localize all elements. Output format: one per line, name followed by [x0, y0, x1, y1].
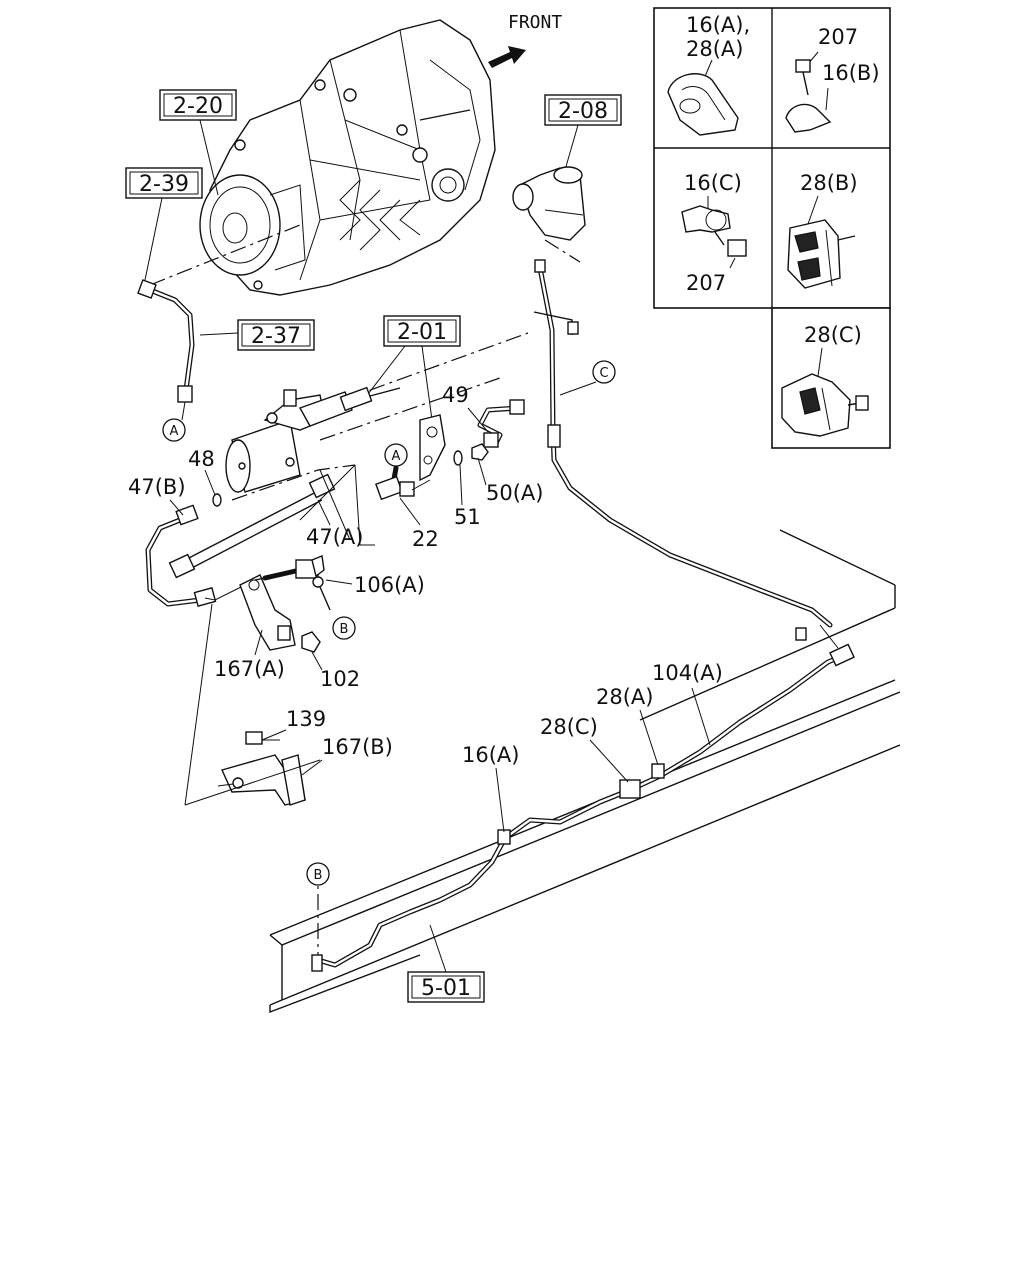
- clutch-reservoir: [512, 166, 586, 241]
- inset-clip-16a-28a: 16(A), 28(A): [667, 13, 750, 136]
- reservoir-hose-c: [533, 259, 833, 628]
- svg-text:16(C): 16(C): [684, 171, 742, 195]
- circle-ref-a-2: A: [384, 443, 408, 467]
- svg-text:28(A): 28(A): [686, 37, 743, 61]
- svg-text:B: B: [340, 622, 349, 637]
- svg-text:B: B: [314, 868, 323, 883]
- clutch-master-cylinder: [225, 386, 401, 493]
- label-48: 48: [188, 447, 215, 471]
- label-49: 49: [442, 383, 469, 407]
- svg-text:16(A),: 16(A),: [686, 13, 750, 37]
- ref-box-2-01: 2-01: [364, 315, 461, 421]
- svg-text:28(B): 28(B): [800, 171, 858, 195]
- inset-detail-panels: 16(A), 28(A) 207 16(B) 16(C) 207: [653, 7, 891, 449]
- ref-box-5-01: 5-01: [407, 924, 485, 1003]
- transmission-assembly: [199, 19, 496, 296]
- svg-text:A: A: [392, 449, 401, 464]
- label-47b: 47(B): [128, 475, 186, 499]
- label-28a: 28(A): [596, 685, 653, 709]
- circle-ref-a-1: A: [162, 418, 186, 442]
- label-51: 51: [454, 505, 481, 529]
- svg-text:2-01: 2-01: [397, 320, 447, 345]
- front-indicator: FRONT: [488, 12, 562, 68]
- ref-box-2-39: 2-39: [125, 167, 203, 281]
- svg-text:2-08: 2-08: [558, 99, 608, 124]
- front-arrow-icon: [488, 46, 526, 68]
- label-167b: 167(B): [322, 735, 393, 759]
- label-104a: 104(A): [652, 661, 723, 685]
- circle-refs: A A B B C: [162, 360, 616, 886]
- label-102: 102: [320, 667, 360, 691]
- bracket-167b: [217, 731, 306, 806]
- label-50a: 50(A): [486, 481, 543, 505]
- circle-ref-b-2: B: [306, 862, 330, 886]
- inset-clip-28b: 28(B): [787, 171, 858, 289]
- svg-text:2-39: 2-39: [139, 172, 189, 197]
- inset-bolt-207-clip-16b: 207 16(B): [785, 25, 880, 133]
- clutch-hose-47: [145, 473, 336, 607]
- inset-clip-28c: 28(C): [781, 323, 869, 437]
- label-28c: 28(C): [540, 715, 598, 739]
- label-106a: 106(A): [354, 573, 425, 597]
- svg-text:16(B): 16(B): [822, 61, 880, 85]
- svg-text:207: 207: [686, 271, 726, 295]
- label-139: 139: [286, 707, 326, 731]
- pedal-bracket: [419, 414, 446, 482]
- svg-text:2-20: 2-20: [173, 94, 223, 119]
- circle-ref-b-1: B: [332, 616, 356, 640]
- svg-text:C: C: [599, 366, 608, 381]
- front-label: FRONT: [508, 12, 562, 33]
- union-fitting-22: [375, 465, 431, 501]
- label-167a: 167(A): [214, 657, 285, 681]
- chassis-frame-rail: [269, 529, 901, 1014]
- svg-text:5-01: 5-01: [421, 976, 471, 1001]
- circle-ref-c-1: C: [592, 360, 616, 384]
- ref-box-2-08: 2-08: [544, 94, 622, 171]
- part-labels: 48 47(B) 47(A) 49 50(A) 51 22 106(A) 167…: [128, 383, 723, 833]
- label-47a: 47(A): [306, 525, 363, 549]
- label-16a: 16(A): [462, 743, 519, 767]
- master-cylinder-outlet-pipe: [453, 399, 525, 466]
- svg-text:A: A: [170, 424, 179, 439]
- ref-box-2-37: 2-37: [199, 319, 315, 351]
- ref-box-2-20: 2-20: [159, 89, 237, 196]
- slave-cylinder-hose: [137, 279, 195, 421]
- inset-clip-16c-bolt-207: 16(C) 207: [681, 171, 747, 295]
- leader-lines: [184, 464, 375, 806]
- bracket-167a: [239, 555, 331, 653]
- svg-text:2-37: 2-37: [251, 324, 301, 349]
- svg-text:207: 207: [818, 25, 858, 49]
- label-22: 22: [412, 527, 439, 551]
- svg-text:28(C): 28(C): [804, 323, 862, 347]
